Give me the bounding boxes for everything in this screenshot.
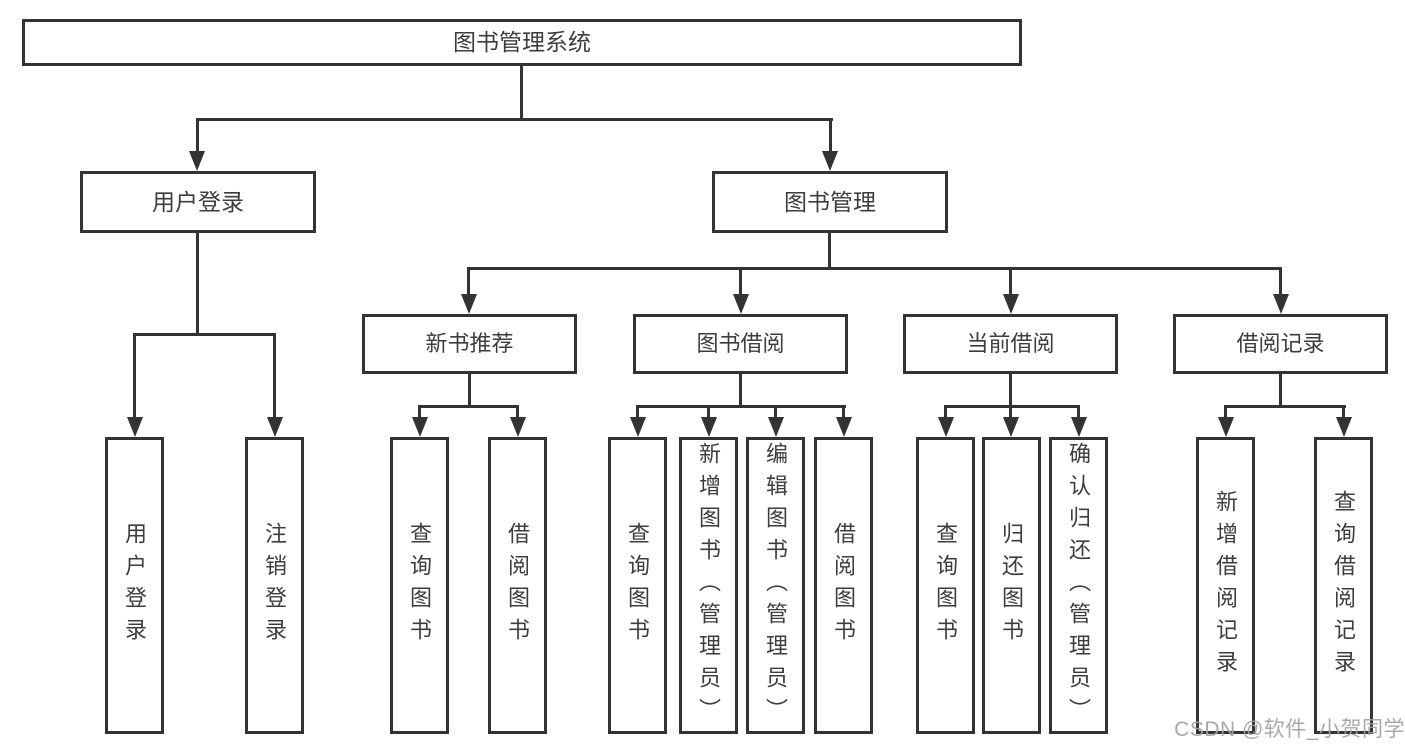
connector-line <box>944 405 947 419</box>
connector-arrow <box>510 417 526 437</box>
node-library-system: 图书管理系统 <box>22 19 1022 66</box>
node-new-book-recommend: 新书推荐 <box>362 314 577 374</box>
connector-arrow <box>768 417 784 437</box>
node-current-borrowing: 当前借阅 <box>903 314 1118 374</box>
connector-line <box>707 405 710 419</box>
watermark: CSDN @软件_小贺同学 <box>1174 718 1405 741</box>
connector-arrow <box>1273 294 1289 314</box>
connector-arrow <box>822 151 838 171</box>
leaf-edit-book-admin: 编辑图书（管理员） <box>746 437 805 734</box>
connector-arrow <box>630 417 646 437</box>
connector-arrow <box>189 151 205 171</box>
connector-line <box>1009 374 1012 407</box>
connector-arrow <box>127 417 143 437</box>
connector-line <box>418 405 421 419</box>
connector-arrow <box>701 417 717 437</box>
connector-line <box>1342 405 1345 419</box>
connector-line <box>1077 405 1080 419</box>
leaf-borrow-books-borrowing: 借阅图书 <box>814 437 873 734</box>
connector-line <box>418 405 519 408</box>
connector-arrow <box>267 417 283 437</box>
connector-line <box>467 267 470 296</box>
connector-line <box>467 267 1282 270</box>
connector-line <box>774 405 777 419</box>
connector-line <box>273 333 276 419</box>
connector-line <box>196 118 199 153</box>
connector-line <box>196 118 833 121</box>
connector-arrow <box>461 294 477 314</box>
node-book-management: 图书管理 <box>712 171 948 233</box>
connector-line <box>829 118 832 153</box>
connector-line <box>944 405 1080 408</box>
connector-arrow <box>1003 294 1019 314</box>
leaf-query-books-recommend: 查询图书 <box>390 437 449 734</box>
leaf-query-books-borrowing: 查询图书 <box>608 437 667 734</box>
connector-arrow <box>938 417 954 437</box>
leaf-add-borrow-record: 新增借阅记录 <box>1196 437 1255 734</box>
connector-line <box>1009 405 1012 419</box>
connector-line <box>636 405 639 419</box>
connector-arrow <box>412 417 428 437</box>
leaf-add-book-admin: 新增图书（管理员） <box>679 437 738 734</box>
connector-arrow <box>836 417 852 437</box>
connector-line <box>739 267 742 296</box>
leaf-query-borrow-record: 查询借阅记录 <box>1314 437 1373 734</box>
connector-line <box>133 333 276 336</box>
leaf-borrow-books-recommend: 借阅图书 <box>488 437 547 734</box>
connector-arrow <box>1336 417 1352 437</box>
connector-line <box>520 66 523 121</box>
node-book-borrowing: 图书借阅 <box>633 314 848 374</box>
connector-line <box>133 333 136 419</box>
connector-line <box>636 405 846 408</box>
leaf-query-books-current: 查询图书 <box>916 437 975 734</box>
connector-line <box>828 233 831 269</box>
connector-line <box>196 233 199 336</box>
connector-line <box>516 405 519 419</box>
leaf-logout: 注销登录 <box>245 437 304 734</box>
connector-line <box>1279 374 1282 407</box>
connector-arrow <box>1071 417 1087 437</box>
leaf-user-login: 用户登录 <box>105 437 164 734</box>
connector-line <box>739 374 742 407</box>
connector-line <box>468 374 471 407</box>
leaf-return-book: 归还图书 <box>982 437 1041 734</box>
node-borrowing-records: 借阅记录 <box>1173 314 1388 374</box>
connector-line <box>1224 405 1346 408</box>
connector-line <box>842 405 845 419</box>
connector-arrow <box>1003 417 1019 437</box>
node-user-login: 用户登录 <box>80 171 316 233</box>
connector-line <box>1224 405 1227 419</box>
connector-arrow <box>1218 417 1234 437</box>
connector-arrow <box>733 294 749 314</box>
leaf-confirm-return-admin: 确认归还（管理员） <box>1049 437 1108 734</box>
connector-line <box>1009 267 1012 296</box>
connector-line <box>1279 267 1282 296</box>
